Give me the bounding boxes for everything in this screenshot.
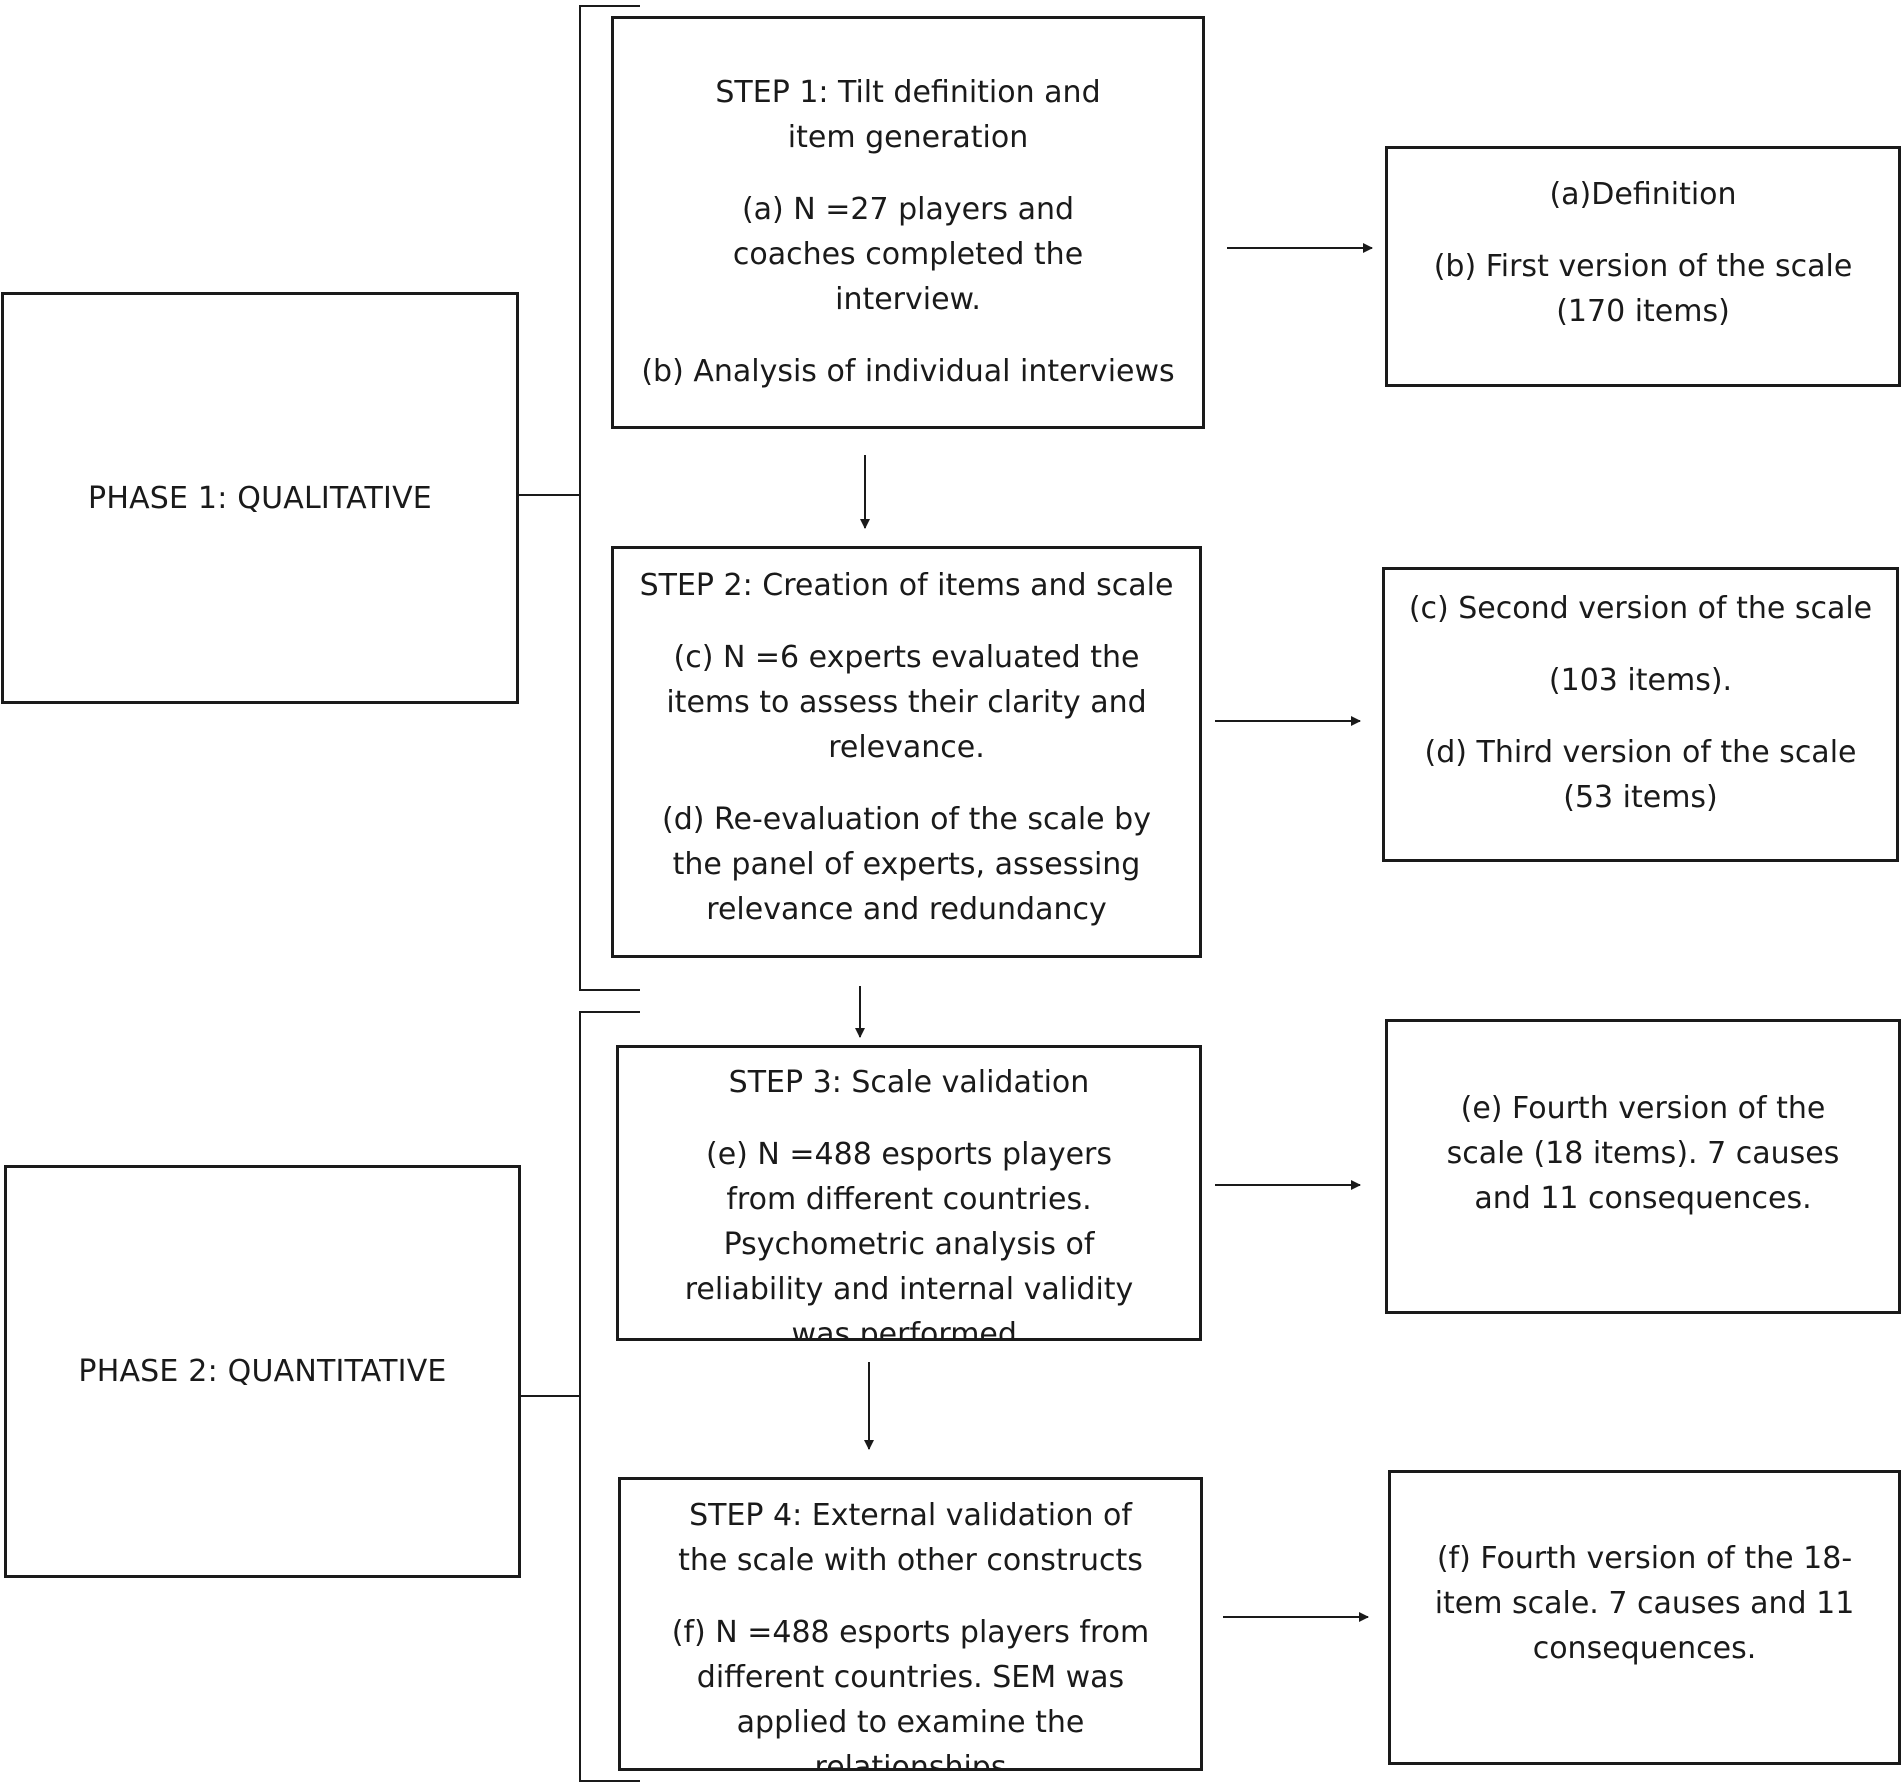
output1-line-a: (a)Definition <box>1549 177 1737 212</box>
step2-title: STEP 2: Creation of items and scale <box>639 568 1174 603</box>
step3-title: STEP 3: Scale validation <box>728 1065 1090 1100</box>
step1-title: STEP 1: Tilt definition and item generat… <box>715 75 1101 155</box>
phase1-box: PHASE 1: QUALITATIVE <box>1 292 519 704</box>
phase2-label: PHASE 2: QUANTITATIVE <box>78 1354 447 1389</box>
output4-box: (f) Fourth version of the 18-item scale.… <box>1388 1470 1901 1765</box>
step2-item-d: (d) Re-evaluation of the scale by the pa… <box>662 802 1151 927</box>
phase1-bracket <box>579 5 640 991</box>
step1-item-a: (a) N =27 players and coaches completed … <box>732 192 1084 317</box>
phase1-label: PHASE 1: QUALITATIVE <box>88 480 432 516</box>
output1-box: (a)Definition (b) First version of the s… <box>1385 146 1901 387</box>
step3-box: STEP 3: Scale validation (e) N =488 espo… <box>616 1045 1202 1341</box>
output1-line-b: (b) First version of the scale (170 item… <box>1433 249 1853 329</box>
step3-item-e: (e) N =488 esports players from differen… <box>684 1137 1134 1341</box>
output2-line-c-count: (103 items). <box>1548 663 1733 698</box>
output3-line-e: (e) Fourth version of the scale (18 item… <box>1446 1091 1840 1216</box>
phase2-box: PHASE 2: QUANTITATIVE <box>4 1165 521 1578</box>
step2-box: STEP 2: Creation of items and scale (c) … <box>611 546 1202 958</box>
step2-item-c: (c) N =6 experts evaluated the items to … <box>666 640 1147 765</box>
output2-line-c: (c) Second version of the scale <box>1408 591 1873 626</box>
step1-box: STEP 1: Tilt definition and item generat… <box>611 16 1205 429</box>
output3-box: (e) Fourth version of the scale (18 item… <box>1385 1019 1901 1314</box>
step1-item-b: (b) Analysis of individual interviews <box>641 354 1175 389</box>
output2-line-d: (d) Third version of the scale (53 items… <box>1424 735 1857 815</box>
step4-title: STEP 4: External validation of the scale… <box>678 1498 1143 1578</box>
output2-box: (c) Second version of the scale (103 ite… <box>1382 567 1899 862</box>
step4-box: STEP 4: External validation of the scale… <box>618 1477 1203 1771</box>
step4-item-f: (f) N =488 esports players from differen… <box>671 1615 1150 1771</box>
output4-line-f: (f) Fourth version of the 18-item scale.… <box>1434 1541 1855 1666</box>
